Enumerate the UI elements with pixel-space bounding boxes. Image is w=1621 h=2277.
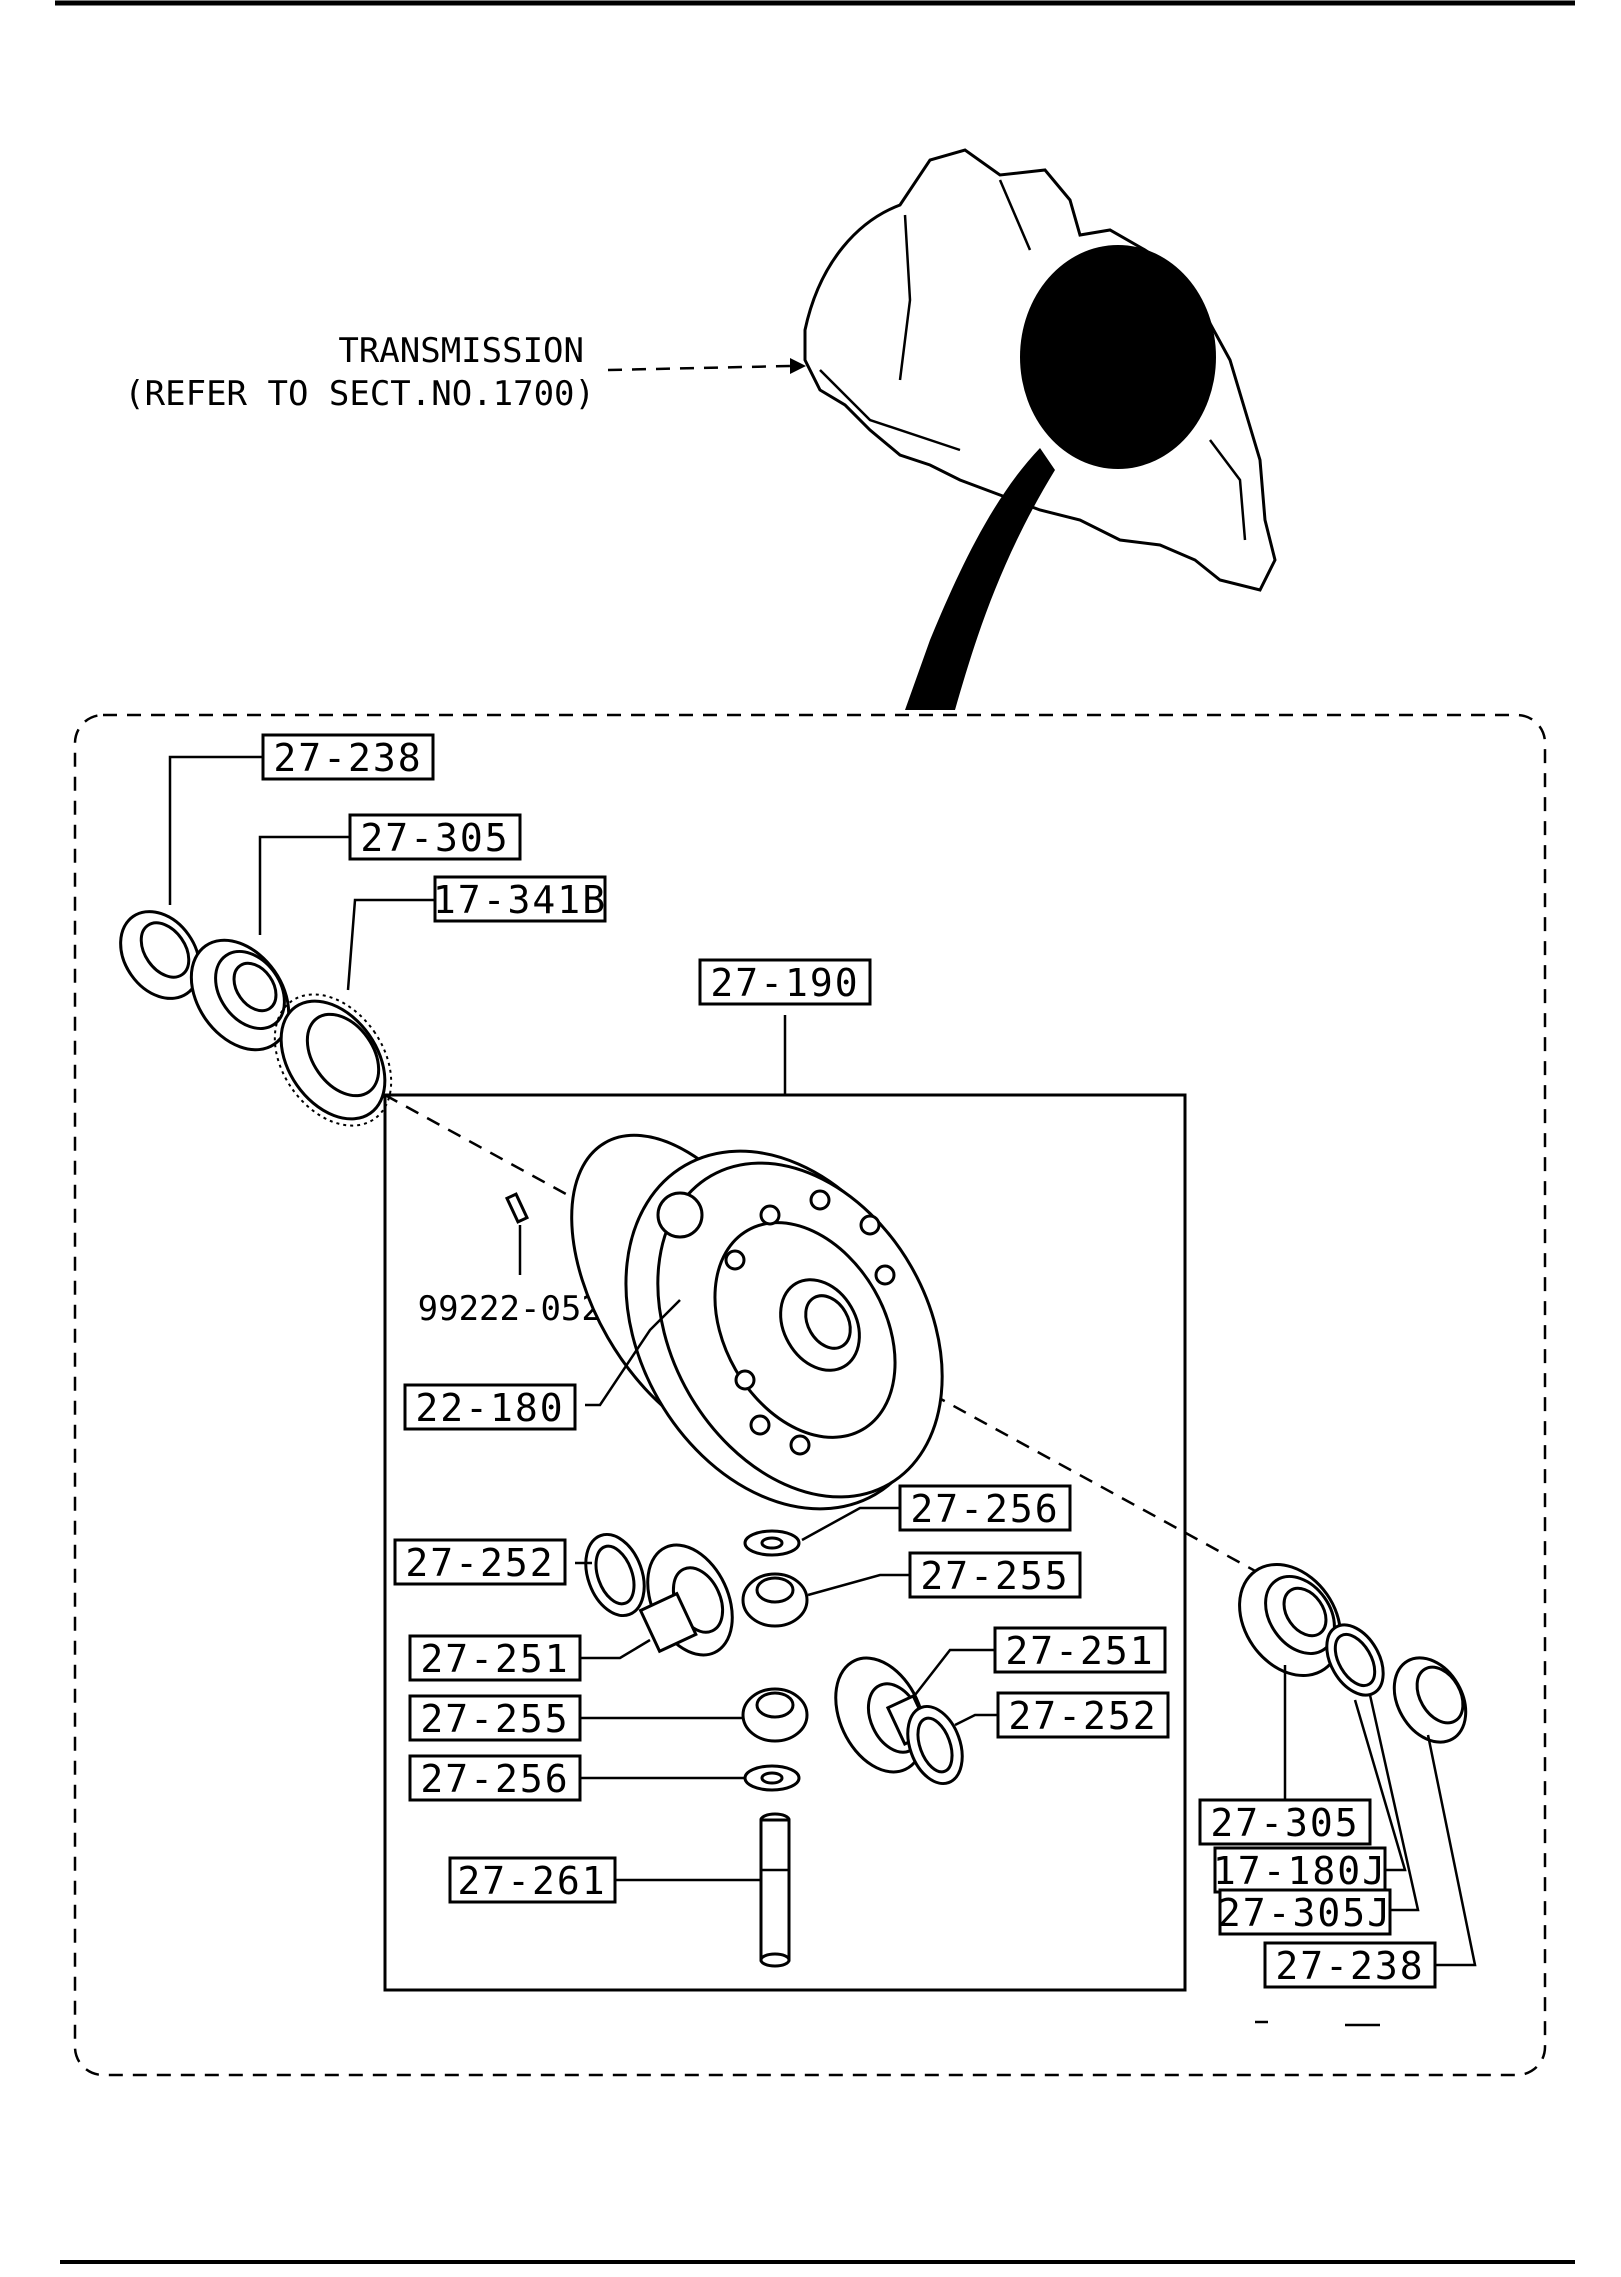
speedometer-drive-gear — [273, 993, 393, 1127]
pinion-gear-upper — [741, 1572, 809, 1628]
leader-pinion-gear-upper — [807, 1573, 910, 1597]
bearing-left — [189, 938, 291, 1052]
svg-text:27-252: 27-252 — [405, 1541, 554, 1585]
callout-27-256-lower: 27-256 — [408, 1754, 582, 1802]
transmission-label: TRANSMISSION — [338, 331, 584, 371]
leader-bearing-right-alt — [1368, 1694, 1420, 1912]
transmission-reference-label: (REFER TO SECT.NO.1700) — [124, 374, 595, 414]
side-gear-left — [638, 1543, 734, 1657]
pinion-gear-lower — [741, 1687, 809, 1743]
callout-27-252-left: 27-252 — [393, 1538, 567, 1586]
svg-text:27-238: 27-238 — [1275, 1944, 1424, 1988]
svg-text:27-251: 27-251 — [1005, 1629, 1154, 1673]
svg-text:27-252: 27-252 — [1008, 1694, 1157, 1738]
leader-ring-gear — [585, 1299, 681, 1407]
svg-text:27-305: 27-305 — [360, 816, 509, 860]
callout-27-305-left: 27-305 — [348, 813, 522, 861]
ring-gear-differential-case — [570, 1133, 944, 1511]
bellhousing-shadow — [1020, 245, 1216, 469]
callout-27-252-right: 27-252 — [996, 1691, 1170, 1739]
callout-27-305-right: 27-305 — [1198, 1798, 1372, 1846]
callout-27-255-lower: 27-255 — [408, 1694, 582, 1742]
pinion-shaft — [759, 1812, 791, 1968]
assembly-dashed-boundary — [73, 713, 1547, 2077]
svg-text:17-341B: 17-341B — [433, 878, 607, 922]
leader-side-gear-left — [580, 1638, 651, 1660]
bearing-race-left — [119, 910, 201, 1000]
leader-speedo-gear — [346, 898, 435, 991]
callout-27-238-left: 27-238 — [261, 733, 435, 781]
leader-shim-right — [1353, 1699, 1407, 1872]
transmission-leader — [607, 364, 791, 372]
leader-pinion-washer-upper — [801, 1506, 900, 1542]
callout-27-251-left: 27-251 — [408, 1634, 582, 1682]
callout-27-305j: 27-305J — [1218, 1888, 1392, 1936]
leader-thrust-washer-right — [954, 1713, 998, 1727]
callout-27-256-upper: 27-256 — [898, 1484, 1072, 1532]
callout-27-251-right: 27-251 — [993, 1626, 1167, 1674]
svg-text:27-251: 27-251 — [420, 1637, 569, 1681]
svg-text:27-256: 27-256 — [910, 1487, 1059, 1531]
bearing-right — [1238, 1562, 1342, 1678]
svg-text:27-255: 27-255 — [920, 1554, 1069, 1598]
leader-bearing-race-left — [168, 755, 263, 905]
leader-bearing-race-right — [1426, 1734, 1477, 1967]
callout-17-341b: 17-341B — [433, 875, 607, 923]
svg-text:27-256: 27-256 — [420, 1757, 569, 1801]
svg-text:27-190: 27-190 — [710, 961, 859, 1005]
callout-22-180: 22-180 — [403, 1383, 577, 1431]
pin-part — [504, 1192, 530, 1275]
bearing-race-right — [1392, 1656, 1468, 1744]
svg-text:27-305: 27-305 — [1210, 1801, 1359, 1845]
callout-27-190: 27-190 — [698, 958, 872, 1006]
svg-text:27-305J: 27-305J — [1218, 1891, 1392, 1935]
transmission-illustration — [803, 148, 1277, 710]
leader-side-gear-right — [914, 1648, 995, 1696]
callout-27-238-right: 27-238 — [1263, 1941, 1437, 1989]
svg-text:27-238: 27-238 — [273, 736, 422, 780]
leader-bearing-left — [258, 835, 350, 935]
svg-text:27-261: 27-261 — [457, 1859, 606, 1903]
callout-17-180j: 17-180J — [1213, 1846, 1387, 1894]
svg-text:27-255: 27-255 — [420, 1697, 569, 1741]
callout-27-261: 27-261 — [448, 1856, 617, 1904]
svg-text:22-180: 22-180 — [415, 1386, 564, 1430]
svg-text:17-180J: 17-180J — [1213, 1849, 1387, 1893]
callout-27-255-upper: 27-255 — [908, 1551, 1082, 1599]
